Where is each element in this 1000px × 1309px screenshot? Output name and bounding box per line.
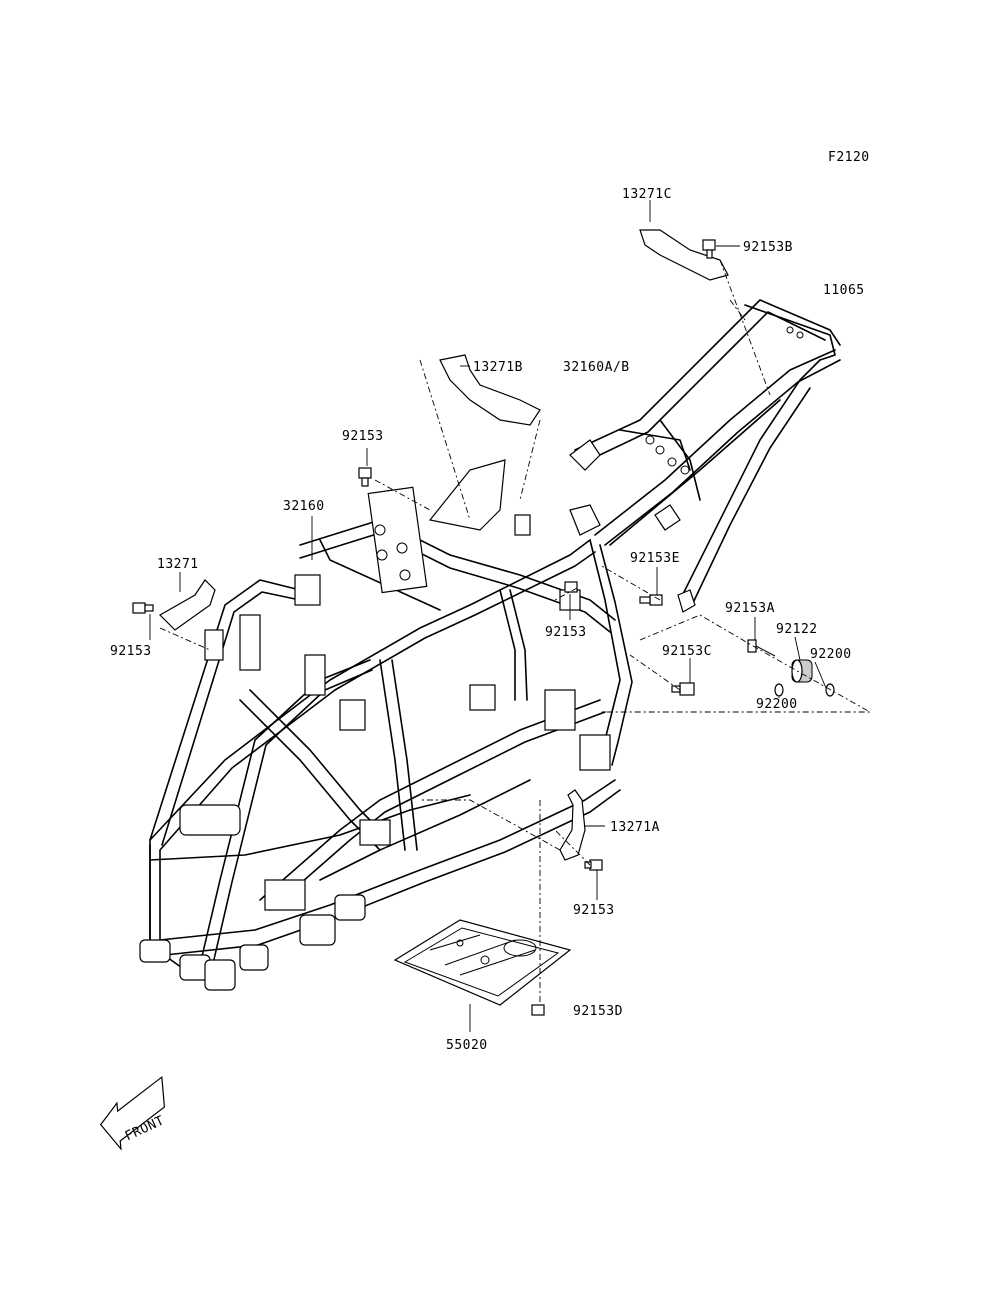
label-32160: 32160 — [283, 499, 325, 514]
bolt-92153-top — [358, 467, 372, 487]
label-92153-top: 92153 — [342, 429, 384, 444]
bracket-13271 — [159, 579, 216, 631]
bracket-13271A — [559, 789, 586, 861]
bolt-92153-left — [132, 602, 154, 614]
label-92200-right: 92200 — [810, 647, 852, 662]
leader-lines — [149, 200, 827, 1032]
label-92153-left: 92153 — [110, 644, 152, 659]
skid-plate-55020 — [393, 919, 572, 1006]
label-55020: 55020 — [446, 1038, 488, 1053]
dashed-alignment-lines — [159, 259, 872, 1002]
bolt-92153-mid — [564, 581, 578, 593]
figure-code: F2120 — [828, 150, 870, 165]
main-frame — [139, 299, 841, 991]
washer-92200-right — [825, 683, 835, 697]
bracket-13271B — [439, 354, 541, 426]
label-13271C: 13271C — [622, 187, 672, 202]
bushing-92122 — [791, 659, 813, 683]
bolt-92153B — [702, 239, 716, 259]
label-92200-low: 92200 — [756, 697, 798, 712]
bolt-92153E — [639, 594, 663, 606]
label-92153B: 92153B — [743, 240, 793, 255]
bracket-13271C — [639, 229, 729, 281]
bolt-92153-low — [584, 859, 603, 871]
nut-92153D — [531, 1004, 545, 1016]
label-13271: 13271 — [157, 557, 199, 572]
label-13271B: 13271B — [473, 360, 523, 375]
label-32160AB: 32160A/B — [563, 360, 630, 375]
bolt-92153A — [747, 639, 776, 657]
washer-92200-low — [774, 683, 784, 697]
bolt-92153C — [671, 682, 695, 696]
label-11065: 11065 — [823, 283, 865, 298]
label-92153A: 92153A — [725, 601, 775, 616]
label-92122: 92122 — [776, 622, 818, 637]
label-92153-mid: 92153 — [545, 625, 587, 640]
label-92153D: 92153D — [573, 1004, 623, 1019]
label-92153E: 92153E — [630, 551, 680, 566]
label-92153-low: 92153 — [573, 903, 615, 918]
label-13271A: 13271A — [610, 820, 660, 835]
front-arrow-icon: FRONT — [99, 1075, 167, 1151]
label-92153C: 92153C — [662, 644, 712, 659]
